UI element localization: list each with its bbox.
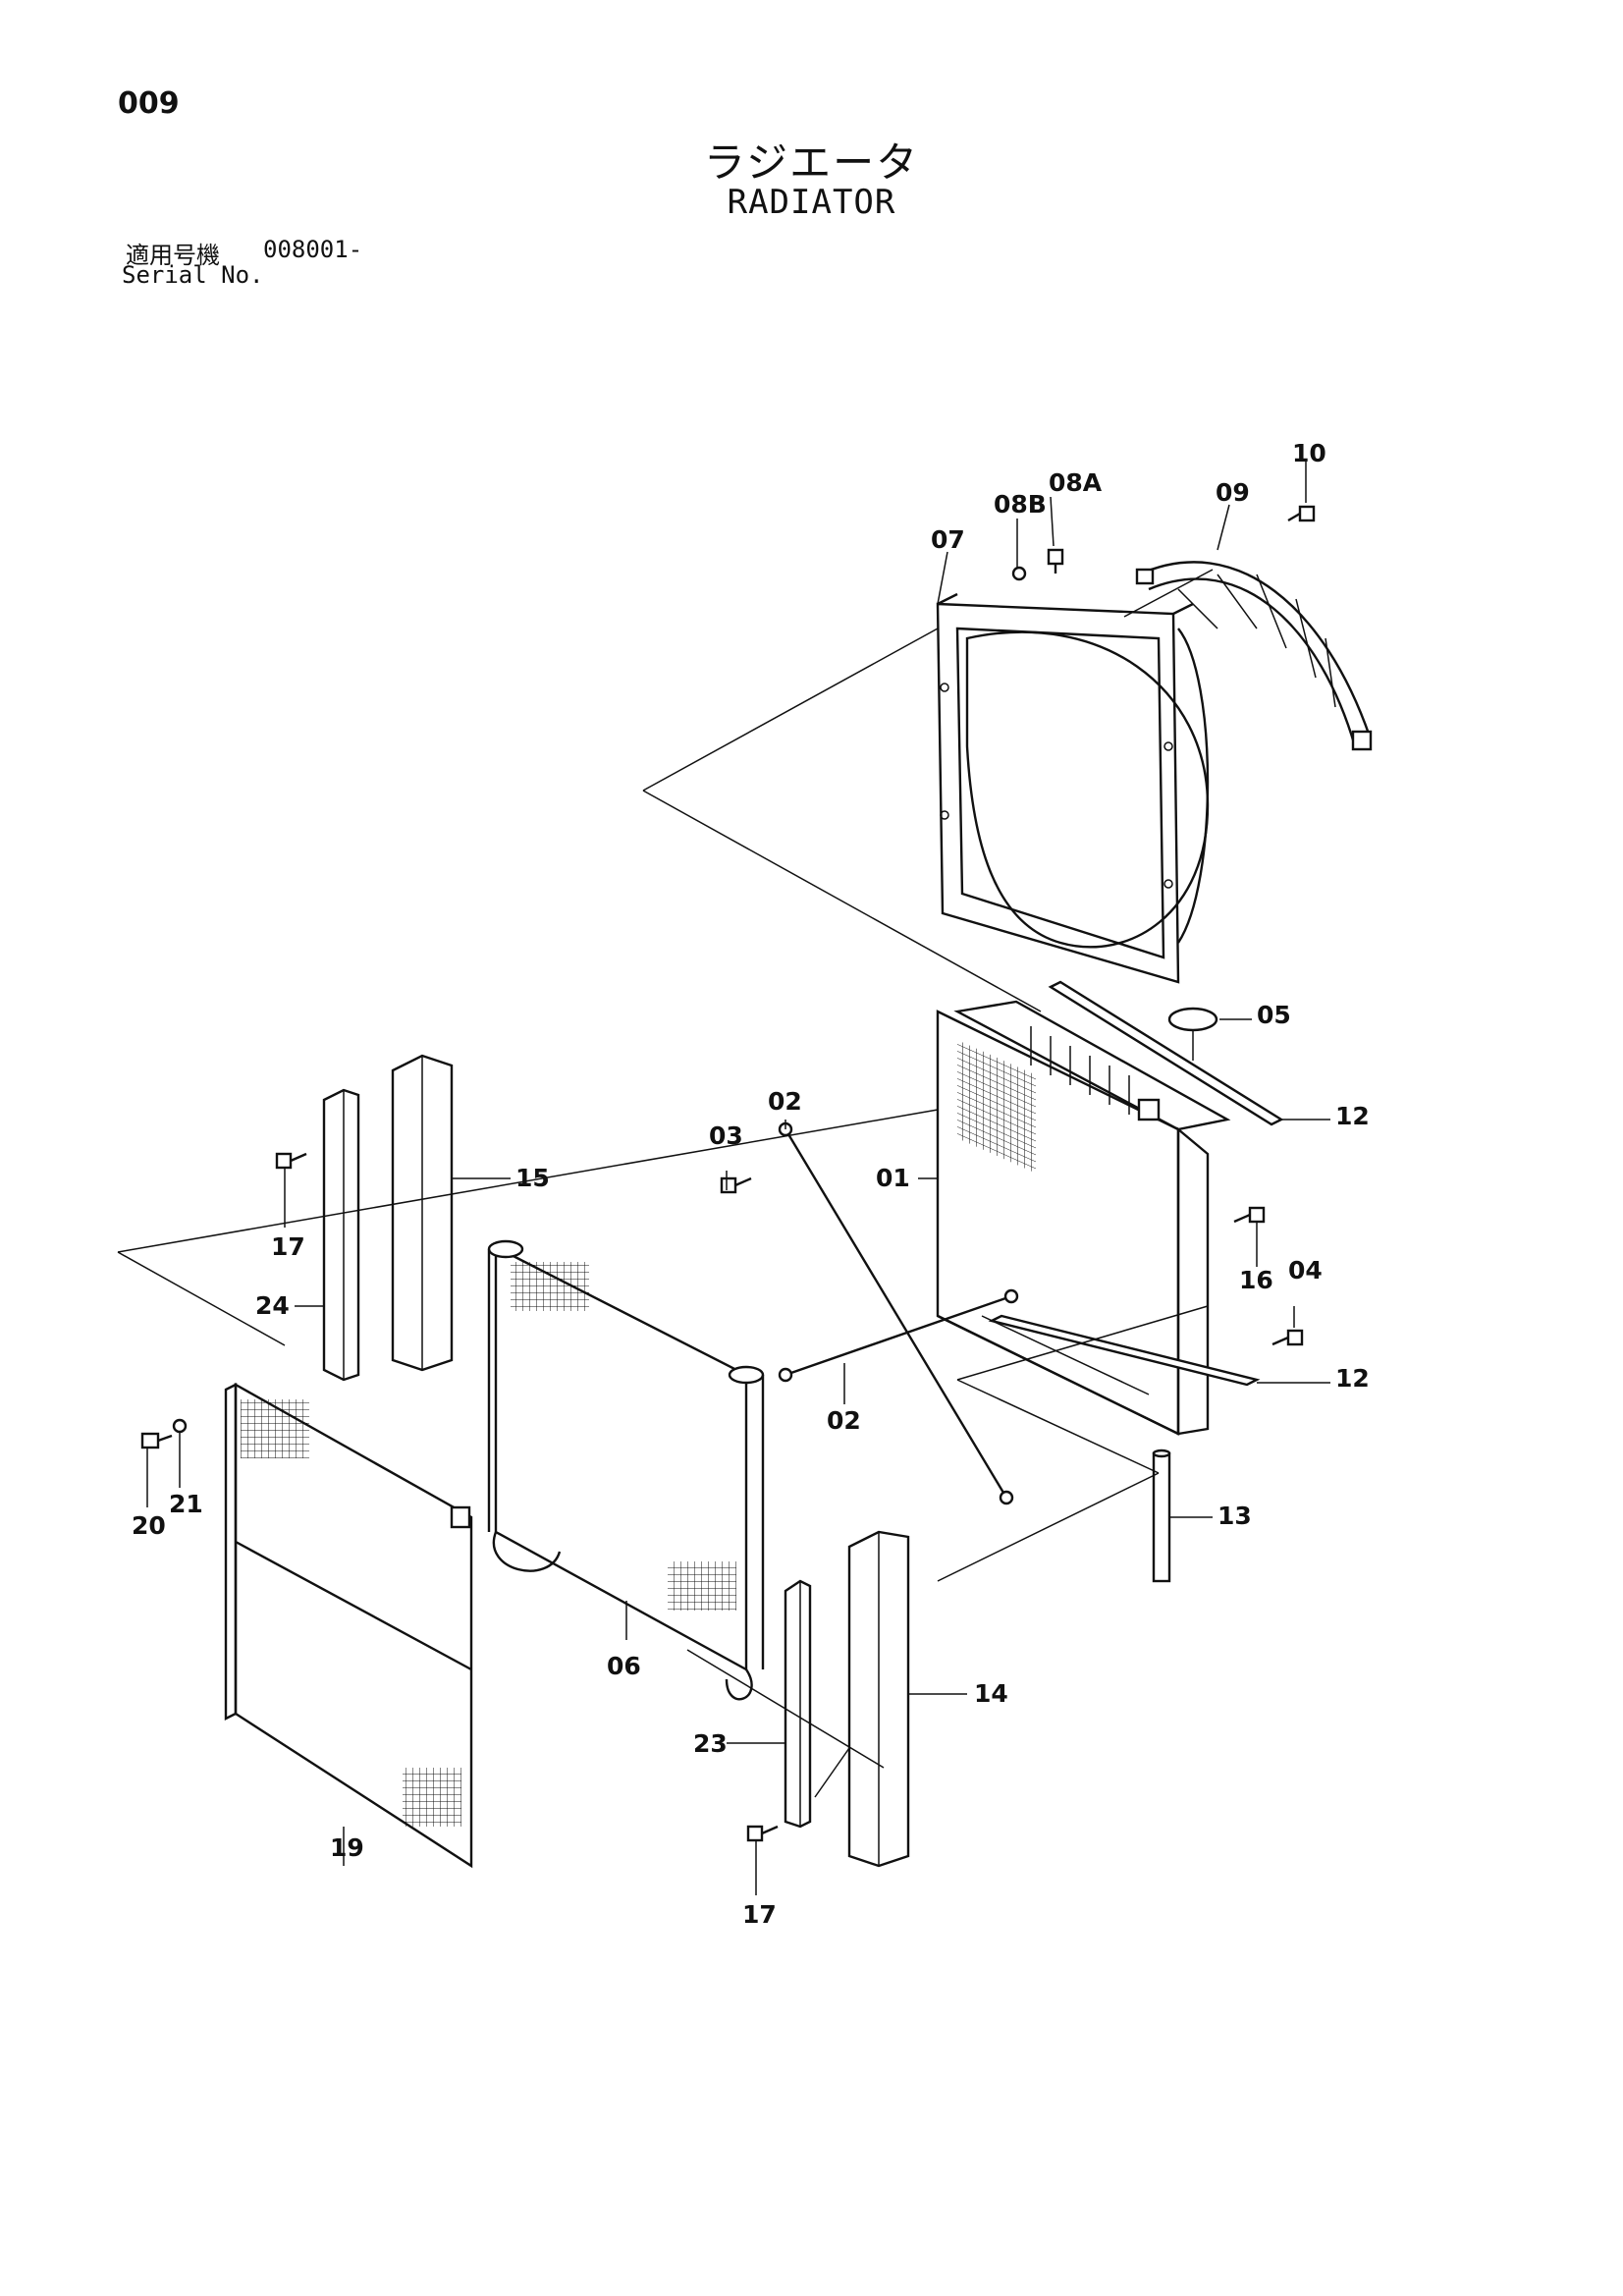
callout-14: 14 — [974, 1679, 1008, 1708]
callout-17-upper: 17 — [271, 1232, 305, 1261]
callout-labels: 08A 08B 07 09 10 05 12 12 02 03 01 16 04… — [132, 439, 1370, 1929]
page-title-japanese: ラジエータ — [703, 138, 920, 187]
screen-panel-part — [224, 1382, 473, 1869]
leader-lines — [146, 462, 1330, 1895]
callout-09: 09 — [1216, 478, 1250, 507]
radiator-cap-part — [1167, 1007, 1218, 1061]
callout-17-lower: 17 — [742, 1900, 777, 1929]
callout-04: 04 — [1288, 1256, 1323, 1285]
radiator-core-part — [936, 1000, 1231, 1436]
callout-05: 05 — [1257, 1001, 1291, 1029]
left-support-brackets — [322, 1054, 454, 1382]
bracket-bolts — [275, 1152, 779, 1842]
callout-15: 15 — [515, 1164, 550, 1192]
serial-label-japanese: 適用号機 — [126, 242, 220, 269]
callout-12-upper: 12 — [1335, 1102, 1370, 1130]
callout-02-upper: 02 — [768, 1087, 802, 1116]
right-support-brackets — [784, 1530, 910, 1868]
callout-01: 01 — [876, 1164, 910, 1192]
alignment-lines — [117, 628, 1209, 1798]
callout-23: 23 — [693, 1729, 728, 1758]
page-number: 009 — [118, 86, 180, 121]
serial-label-english: Serial No. — [122, 261, 264, 289]
callout-19: 19 — [330, 1833, 364, 1862]
callout-10: 10 — [1292, 439, 1326, 467]
callout-08a: 08A — [1049, 468, 1103, 497]
callout-03: 03 — [709, 1121, 743, 1150]
callout-12-lower: 12 — [1335, 1364, 1370, 1393]
callout-08b: 08B — [994, 490, 1047, 519]
oil-cooler-part — [487, 1239, 765, 1701]
callout-20: 20 — [132, 1511, 166, 1540]
callout-21: 21 — [169, 1490, 203, 1518]
stay-rods — [778, 1121, 1019, 1505]
callout-16: 16 — [1239, 1266, 1273, 1294]
fan-shroud-part — [936, 592, 1210, 984]
callout-06: 06 — [607, 1652, 641, 1680]
seal-strips — [988, 980, 1284, 1387]
page-title-english: RADIATOR — [727, 183, 896, 222]
callout-07: 07 — [931, 525, 965, 554]
fan-guard-part — [1123, 561, 1373, 751]
hardware-bolts — [1011, 505, 1316, 581]
callout-13: 13 — [1217, 1502, 1252, 1530]
callout-02-lower: 02 — [827, 1406, 861, 1435]
mounting-bolts — [720, 1176, 1304, 1346]
callout-24: 24 — [255, 1291, 290, 1320]
hose-part — [1152, 1449, 1171, 1583]
serial-number-value: 008001- — [263, 236, 363, 263]
screen-fasteners — [140, 1418, 188, 1449]
